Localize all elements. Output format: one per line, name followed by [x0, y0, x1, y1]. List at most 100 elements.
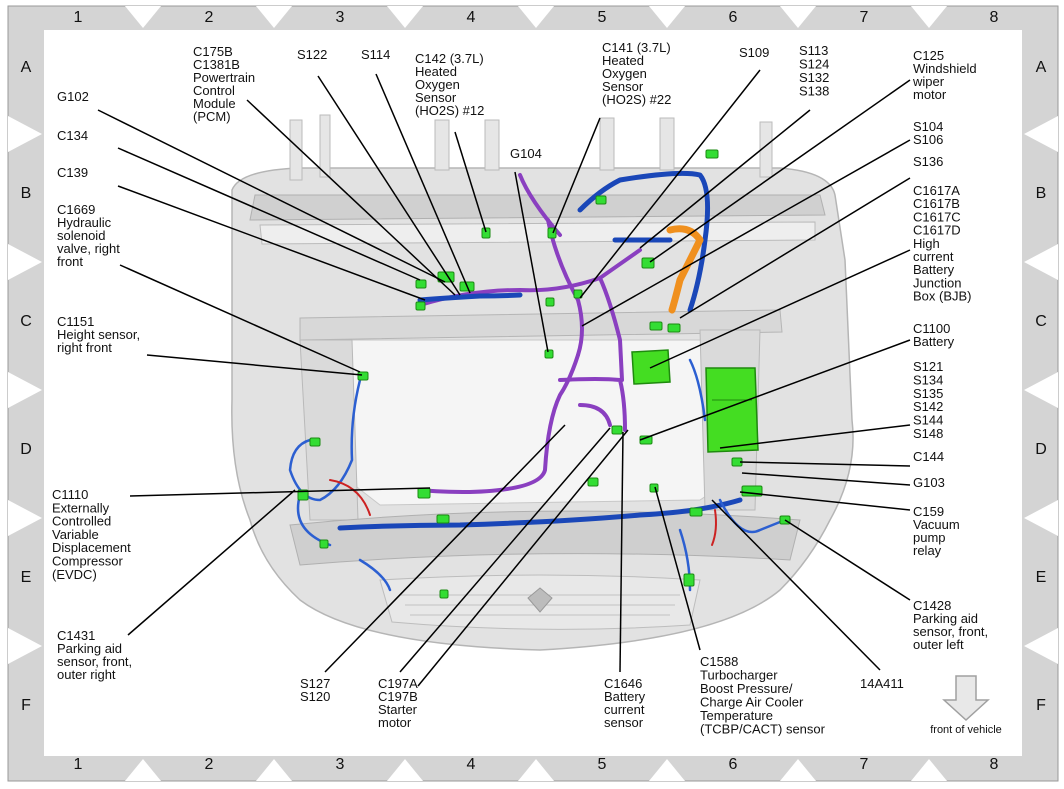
grid-tick-bottom: [256, 759, 292, 781]
label-c141-line: Sensor: [602, 79, 644, 94]
leader-line: [146, 354, 363, 376]
label-c141-line: C141 (3.7L): [602, 40, 671, 55]
label-c1669-line: valve, right: [57, 241, 120, 256]
label-c134-line: C134: [57, 128, 88, 143]
grid-tick-top: [518, 6, 554, 28]
label-c1110-line: Externally: [52, 500, 110, 515]
leader-line: [639, 339, 911, 441]
label-s122: S122: [297, 47, 327, 62]
leader-line: [711, 499, 881, 671]
label-c141-line: Oxygen: [602, 66, 647, 81]
connector-plug: [667, 323, 681, 333]
label-c1617-line: C1617A: [913, 183, 960, 198]
label-c125-line: wiper: [912, 74, 945, 89]
grid-row-left-F: F: [21, 697, 31, 714]
leader-line: [127, 489, 296, 636]
label-c1428-line: outer left: [913, 637, 964, 652]
label-c1428-line: C1428: [913, 598, 951, 613]
label-c175b-line: Control: [193, 83, 235, 98]
label-s121-line: S135: [913, 386, 943, 401]
label-c141-line: Heated: [602, 53, 644, 68]
grid-tick-top: [256, 6, 292, 28]
label-s113-line: S124: [799, 57, 829, 72]
label-s121-line: S134: [913, 372, 943, 387]
leader-line: [739, 491, 911, 511]
label-c175b-line: C175B: [193, 44, 233, 59]
connector-plug: [545, 297, 555, 307]
grid-column-bottom-6: 6: [729, 756, 738, 773]
label-s104-line: S104: [913, 119, 943, 134]
leader-line: [246, 99, 456, 296]
label-c142-line: Sensor: [415, 90, 457, 105]
grid-tick-top: [911, 6, 947, 28]
leader-line: [579, 69, 761, 299]
connector-plug: [417, 487, 431, 499]
leader-line: [417, 429, 629, 687]
front-of-vehicle-indicator: front of vehicle: [930, 675, 1002, 736]
label-c1428-line: sensor, front,: [913, 624, 988, 639]
label-c1428-line: Parking aid: [913, 611, 978, 626]
label-c1151-line: Height sensor,: [57, 327, 140, 342]
label-c1646-line: sensor: [604, 715, 644, 730]
label-c1669-line: Hydraulic: [57, 215, 112, 230]
grid-column-top-3: 3: [336, 9, 345, 26]
connector-plug: [641, 257, 655, 269]
label-c142-line: Heated: [415, 64, 457, 79]
label-c125-line: C125: [913, 48, 944, 63]
connector-plug: [689, 507, 703, 517]
leader-line: [649, 79, 911, 263]
label-c159-line: Vacuum: [913, 517, 960, 532]
label-s121-line: S148: [913, 426, 943, 441]
grid-column-bottom-1: 1: [74, 756, 83, 773]
grid-row-right-D: D: [1035, 441, 1047, 458]
grid-tick-bottom: [387, 759, 423, 781]
label-c1669-line: C1669: [57, 202, 95, 217]
label-s113-line: S113: [799, 43, 828, 58]
label-g104-line: G104: [510, 146, 542, 161]
label-c1431-line: outer right: [57, 667, 116, 682]
connector-plug: [611, 425, 623, 435]
label-c134: C134: [57, 128, 88, 143]
label-s104-line: S106: [913, 132, 943, 147]
label-c141-line: (HO2S) #22: [602, 92, 671, 107]
grid-row-right-E: E: [1036, 569, 1047, 586]
grid-row-left-E: E: [21, 569, 32, 586]
label-g104: G104: [510, 146, 542, 161]
leader-line: [739, 461, 911, 467]
grid-row-left-D: D: [20, 441, 32, 458]
connector-plug: [297, 489, 309, 501]
label-c1617-line: C1617C: [913, 209, 961, 224]
grid-tick-right: [1024, 372, 1058, 408]
leader-lines: [97, 69, 911, 687]
label-c144-line: C144: [913, 449, 944, 464]
grid-row-right-F: F: [1036, 697, 1046, 714]
label-c1646-line: Battery: [604, 689, 646, 704]
label-c144: C144: [913, 449, 944, 464]
label-c1151-line: right front: [57, 340, 112, 355]
label-s122-line: S122: [297, 47, 327, 62]
grid-tick-top: [780, 6, 816, 28]
leader-line: [581, 139, 911, 327]
leader-line: [741, 472, 911, 486]
grid-column-bottom-5: 5: [598, 756, 607, 773]
label-c159-line: relay: [913, 543, 942, 558]
label-s109: S109: [739, 45, 769, 60]
grid-tick-right: [1024, 500, 1058, 536]
label-c175b-line: (PCM): [193, 109, 231, 124]
leader-line: [375, 73, 471, 294]
label-c139: C139: [57, 165, 88, 180]
leader-line: [552, 117, 601, 234]
connector-plug: [481, 227, 491, 239]
label-s136: S136: [913, 154, 943, 169]
label-s127-line: S120: [300, 689, 330, 704]
